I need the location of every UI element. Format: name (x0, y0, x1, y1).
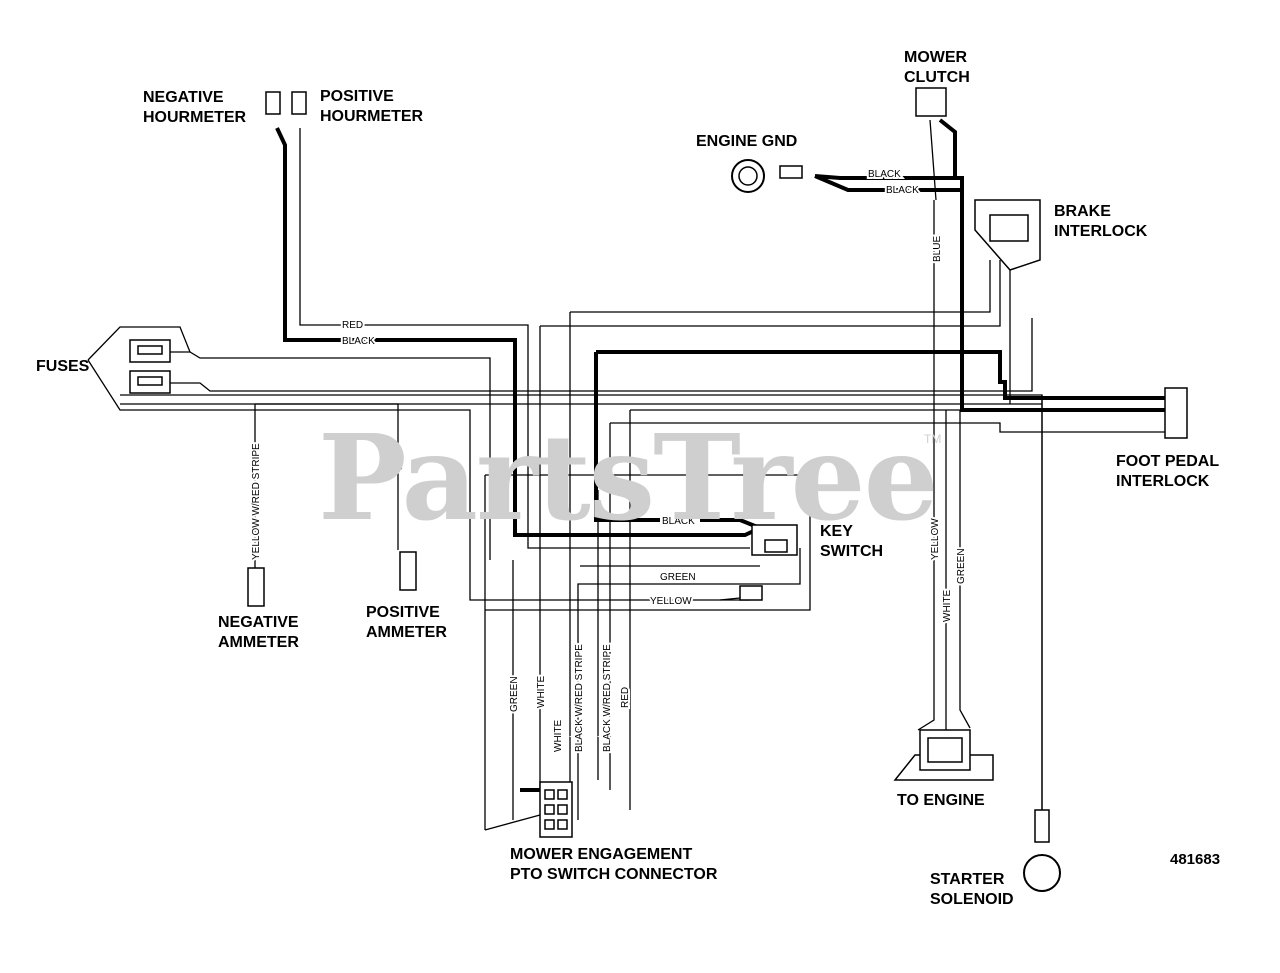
wire-label-yellow-key: YELLOW (650, 596, 692, 607)
label-brake-interlock: BRAKE INTERLOCK (1054, 203, 1148, 240)
wire-label-black-gnd1: BLACK (868, 169, 901, 180)
wire-label-red-top: RED (342, 320, 363, 331)
mower-clutch-connector (915, 87, 947, 117)
components (129, 87, 1188, 892)
wire-label-red-ammeter: RED (394, 449, 405, 470)
wire-label-red-pto: RED (620, 687, 631, 708)
wire-label-black-wred-stripe2: BLACK W/RED STRIPE (602, 644, 613, 752)
wire-label-blue: BLUE (932, 236, 943, 262)
starter-solenoid-terminal (1034, 809, 1050, 843)
negative-ammeter-terminal (247, 567, 265, 607)
wire-label-white-right: WHITE (942, 589, 953, 622)
label-engine-gnd: ENGINE GND (696, 133, 798, 150)
fuse-2 (129, 370, 171, 394)
fuse-1 (129, 339, 171, 363)
wire-label-green-right: GREEN (956, 548, 967, 584)
watermark-trademark: TM (924, 432, 942, 446)
wire-label-black-wred-stripe1: BLACK W/RED STRIPE (574, 644, 585, 752)
partstree-watermark: PartsTree (318, 408, 939, 547)
label-key-switch: KEY SWITCH (820, 523, 884, 560)
wire-label-white-pto2: WHITE (553, 719, 564, 752)
label-negative-ammeter: NEGATIVE AMMETER (218, 614, 299, 651)
label-mower-engagement: MOWER ENGAGEMENT PTO SWITCH CONNECTOR (510, 846, 718, 883)
label-mower-clutch: MOWER CLUTCH (904, 49, 970, 86)
part-number: 481683 (1170, 851, 1221, 868)
wire-label-white-pto1: WHITE (536, 675, 547, 708)
label-fuses: FUSES (36, 358, 90, 375)
positive-ammeter-terminal (399, 551, 417, 591)
wire-label-black-key: BLACK (662, 516, 695, 527)
wire-label-black-gnd2: BLACK (886, 185, 919, 196)
wire-label-black-top: BLACK (342, 336, 375, 347)
negative-hourmeter-terminal (265, 91, 281, 115)
wire-label-green-key: GREEN (660, 572, 696, 583)
foot-pedal-interlock-connector (1164, 387, 1188, 439)
label-positive-ammeter: POSITIVE AMMETER (366, 604, 447, 641)
label-to-engine: TO ENGINE (897, 792, 985, 809)
wire-label-yellow-right: YELLOW (930, 518, 941, 560)
wire-label-yellow-wred-stripe: YELLOW W/RED STRIPE (251, 443, 262, 560)
label-negative-hourmeter: NEGATIVE HOURMETER (143, 89, 247, 126)
label-foot-pedal-interlock: FOOT PEDAL INTERLOCK (1116, 453, 1220, 490)
label-starter-solenoid: STARTER SOLENOID (930, 871, 1014, 908)
label-positive-hourmeter: POSITIVE HOURMETER (320, 88, 424, 125)
positive-hourmeter-terminal (291, 91, 307, 115)
wire-label-green-pto: GREEN (509, 676, 520, 712)
